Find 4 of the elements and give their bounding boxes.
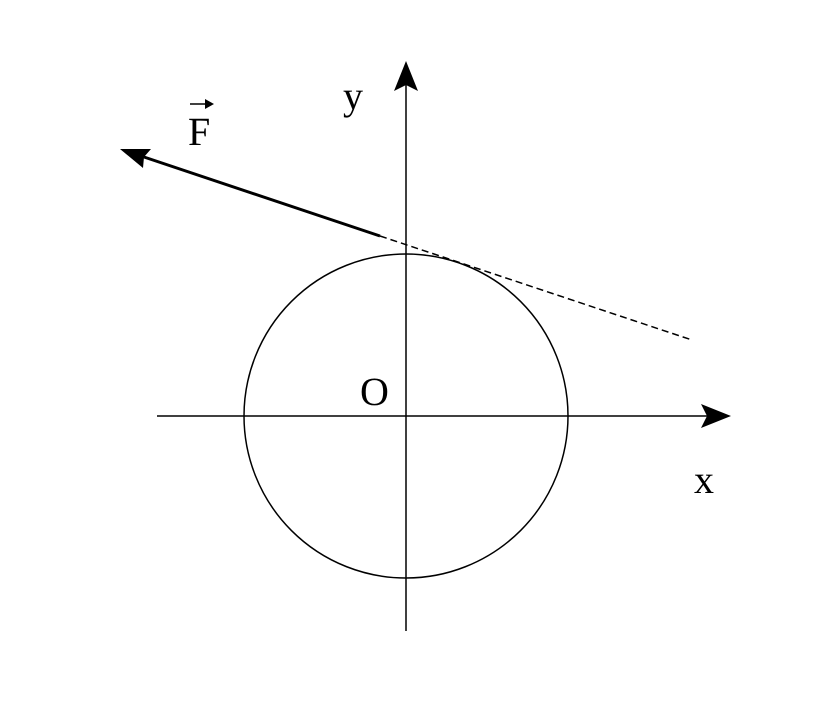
- axis-label: y: [343, 76, 363, 116]
- vector-label: F: [188, 112, 210, 152]
- axis-label: x: [694, 460, 714, 500]
- origin-label: O: [360, 372, 389, 412]
